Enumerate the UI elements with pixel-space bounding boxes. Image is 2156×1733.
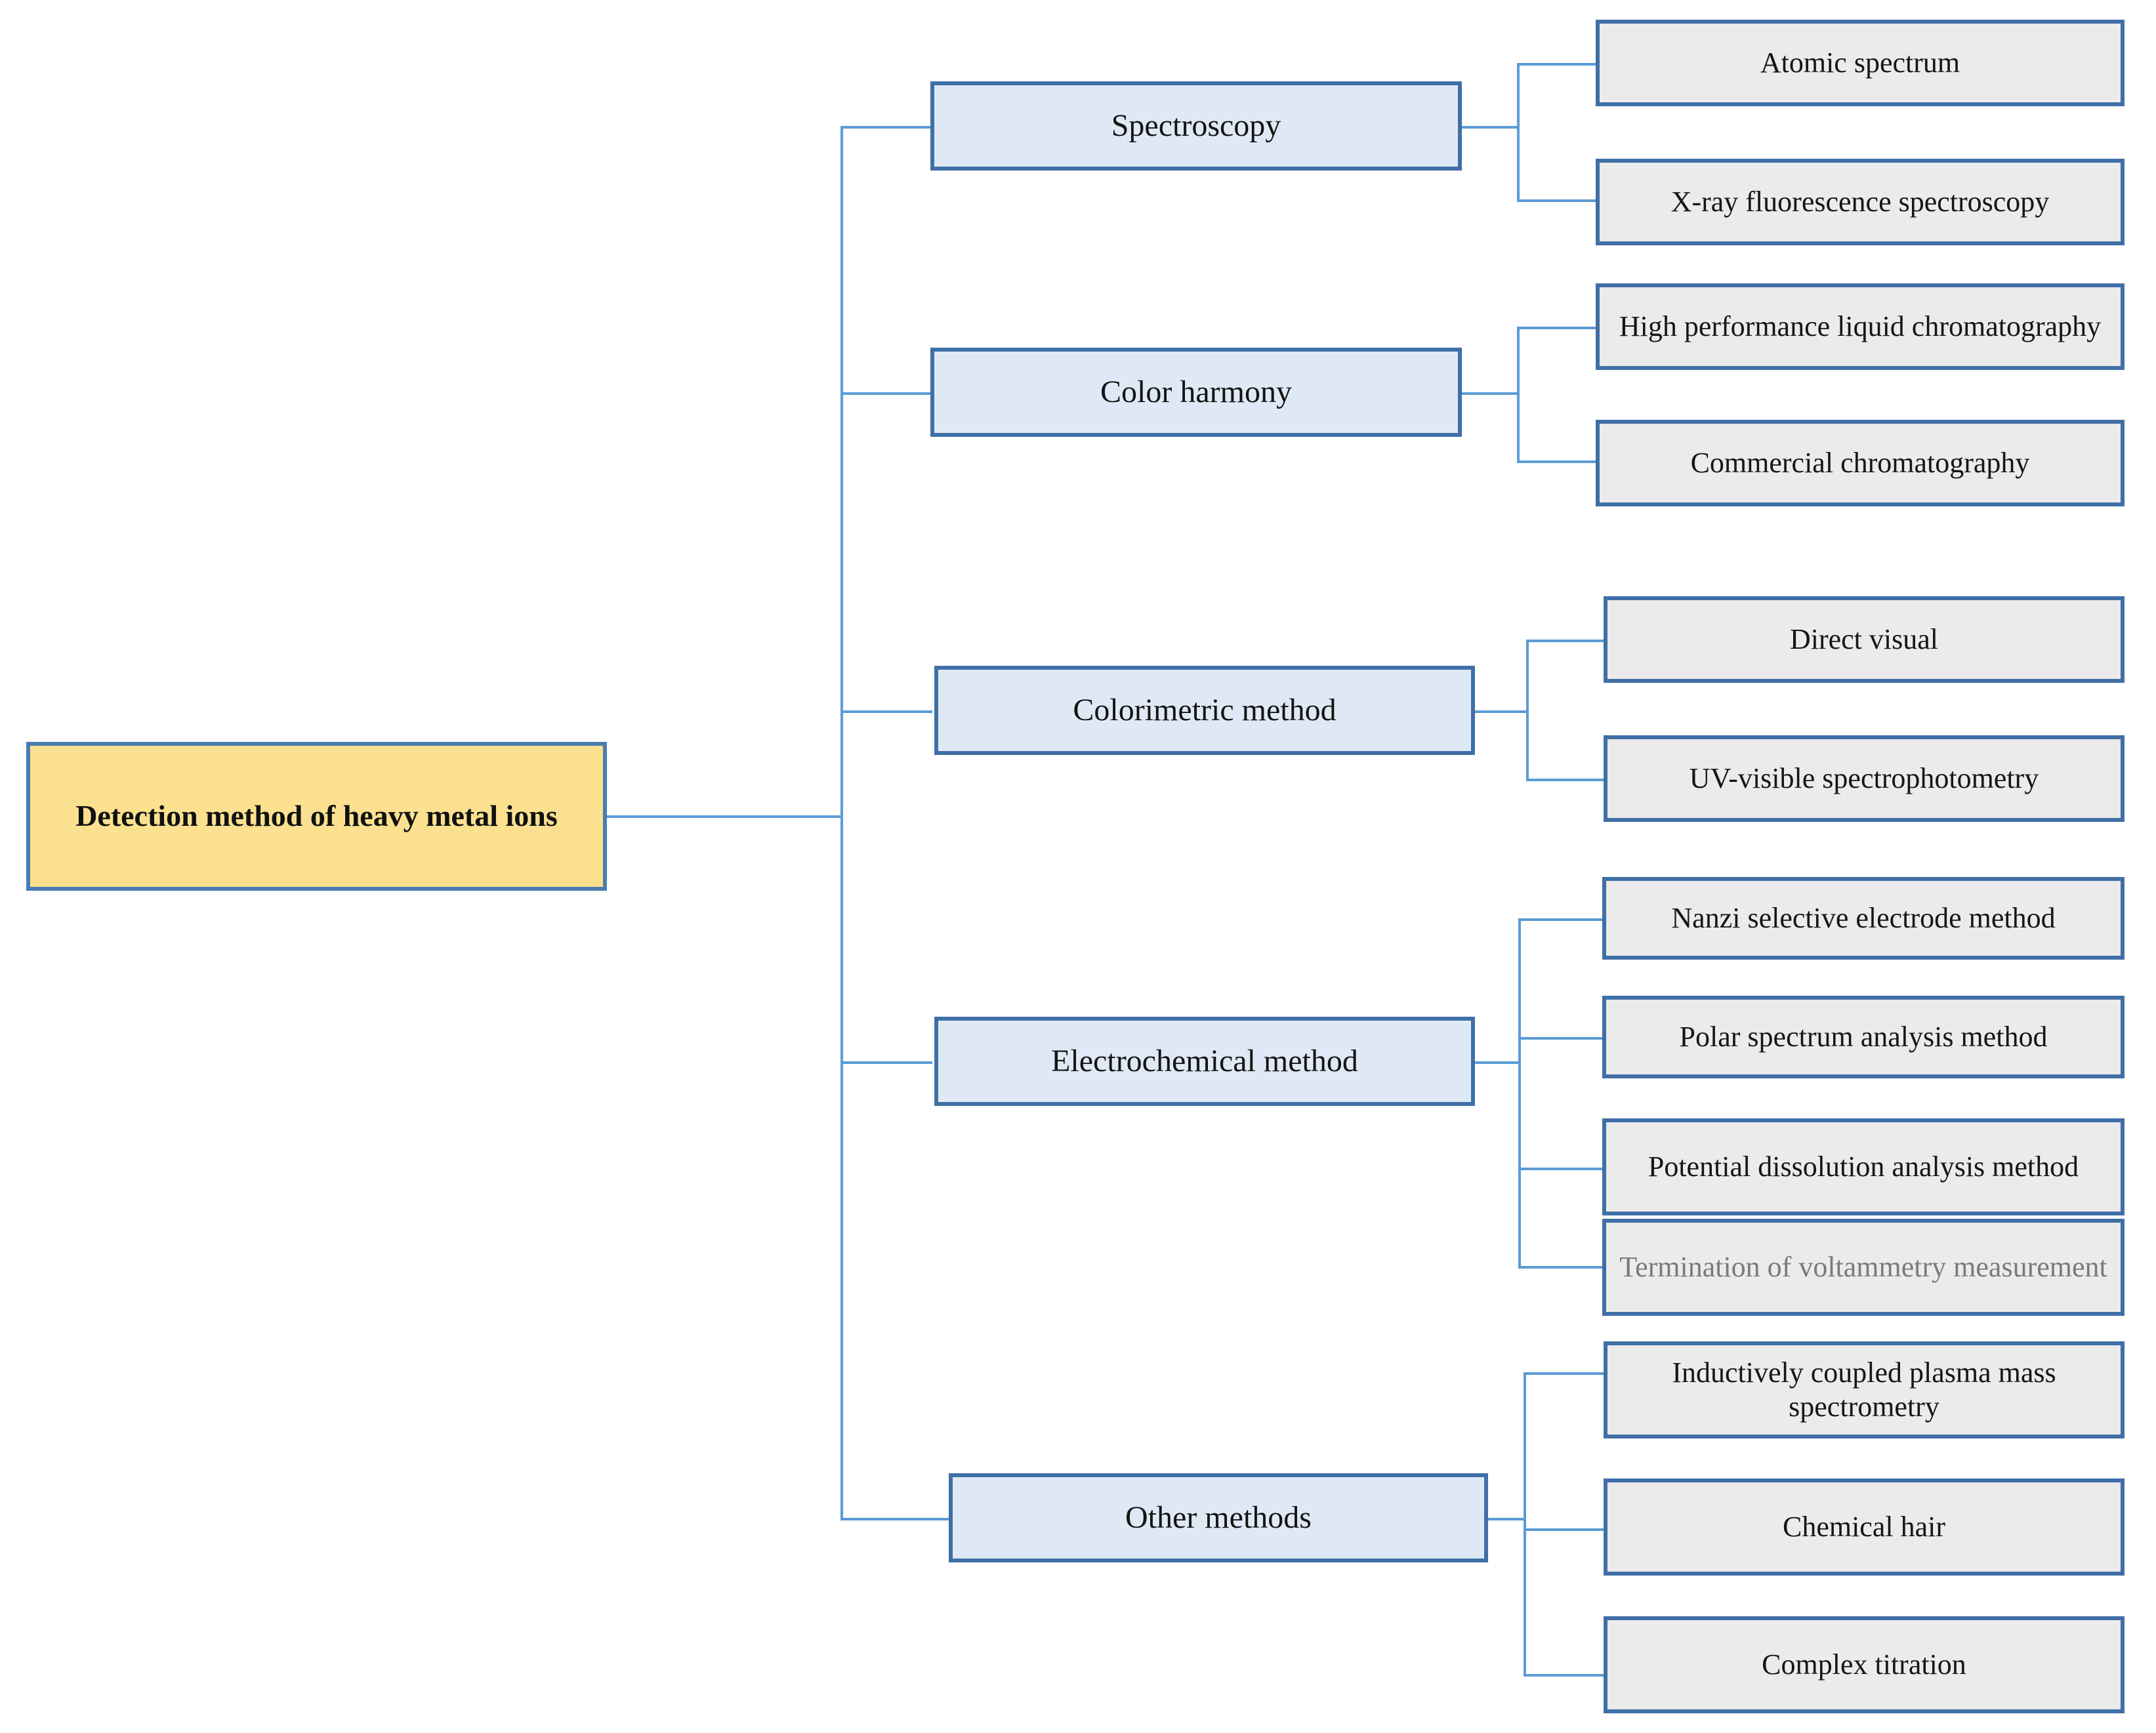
connector-colorimetric-stem [1463, 710, 1529, 713]
connector-trunk-to-other-methods [840, 1518, 949, 1520]
connector-spectroscopy-spine [1517, 63, 1520, 202]
connector-trunk-to-colorimetric [840, 710, 932, 713]
connector-color-harmony-stem [1462, 392, 1520, 395]
category-node-label: Electrochemical method [1051, 1043, 1358, 1078]
connector-colorimetric-to-uv-visible [1526, 779, 1605, 781]
connector-electrochemical-to-nanzi [1518, 918, 1604, 921]
leaf-node-label: Atomic spectrum [1760, 47, 1960, 79]
leaf-node-polar-spectrum-analysis-method[interactable]: Polar spectrum analysis method [1602, 996, 2125, 1078]
leaf-node-uv-visible-spectrophotometry[interactable]: UV-visible spectrophotometry [1604, 735, 2125, 822]
category-node-label: Color harmony [1100, 374, 1292, 409]
leaf-node-nanzi-selective-electrode-method[interactable]: Nanzi selective electrode method [1602, 877, 2125, 960]
category-node-label: Spectroscopy [1111, 108, 1281, 143]
connector-colorimetric-spine [1526, 640, 1529, 781]
leaf-node-direct-visual[interactable]: Direct visual [1604, 596, 2125, 683]
connector-color-harmony-to-hplc [1517, 327, 1596, 329]
leaf-node-label: Polar spectrum analysis method [1679, 1021, 2048, 1053]
connector-spectroscopy-to-atomic-spectrum [1517, 63, 1596, 66]
leaf-node-potential-dissolution-analysis-method[interactable]: Potential dissolution analysis method [1602, 1118, 2125, 1215]
leaf-node-label: Nanzi selective electrode method [1671, 902, 2056, 935]
category-node-color-harmony[interactable]: Color harmony [930, 348, 1462, 437]
leaf-node-label: Commercial chromatography [1690, 447, 2030, 479]
connector-spectroscopy-to-xray [1517, 199, 1596, 202]
connector-color-harmony-spine [1517, 327, 1520, 463]
category-node-colorimetric-method[interactable]: Colorimetric method [934, 666, 1475, 755]
connector-other-methods-to-icpms [1524, 1372, 1605, 1375]
connector-root-to-trunk [607, 815, 842, 818]
leaf-node-label: Direct visual [1789, 623, 1939, 656]
connector-colorimetric-to-direct-visual [1526, 640, 1605, 642]
connector-electrochemical-to-potential [1518, 1168, 1604, 1170]
connector-trunk-to-spectroscopy [840, 126, 932, 129]
connector-spectroscopy-stem [1462, 126, 1520, 129]
leaf-node-label: Complex titration [1762, 1648, 1966, 1681]
leaf-node-chemical-hair[interactable]: Chemical hair [1604, 1478, 2125, 1576]
connector-other-methods-to-complex-titration [1524, 1674, 1605, 1677]
leaf-node-complex-titration[interactable]: Complex titration [1604, 1616, 2125, 1713]
leaf-node-label: Chemical hair [1782, 1511, 1945, 1543]
connector-other-methods-spine [1524, 1372, 1526, 1675]
connector-electrochemical-spine [1518, 918, 1521, 1266]
leaf-node-xray-fluorescence-spectroscopy[interactable]: X-ray fluorescence spectroscopy [1596, 159, 2125, 245]
leaf-node-label: Potential dissolution analysis method [1648, 1151, 2079, 1183]
leaf-node-inductively-coupled-plasma-mass-spectrometry[interactable]: Inductively coupled plasma mass spectrom… [1604, 1341, 2125, 1438]
leaf-node-label: High performance liquid chromatography [1619, 310, 2102, 343]
leaf-node-label: UV-visible spectrophotometry [1689, 762, 2039, 795]
category-node-other-methods[interactable]: Other methods [949, 1473, 1488, 1562]
category-node-label: Colorimetric method [1073, 692, 1337, 727]
category-node-electrochemical-method[interactable]: Electrochemical method [934, 1017, 1475, 1106]
connector-trunk-to-electrochemical [840, 1061, 932, 1064]
connector-trunk-to-color-harmony [840, 392, 932, 395]
leaf-node-high-performance-liquid-chromatography[interactable]: High performance liquid chromatography [1596, 283, 2125, 370]
category-node-label: Other methods [1125, 1499, 1312, 1535]
connector-electrochemical-to-polar [1518, 1037, 1604, 1040]
leaf-node-label: Termination of voltammetry measurement [1619, 1251, 2107, 1284]
category-node-spectroscopy[interactable]: Spectroscopy [930, 81, 1462, 171]
connector-electrochemical-to-termination [1518, 1266, 1604, 1269]
leaf-node-termination-of-voltammetry-measurement[interactable]: Termination of voltammetry measurement [1602, 1219, 2125, 1316]
connector-other-methods-stem [1488, 1518, 1526, 1520]
leaf-node-atomic-spectrum[interactable]: Atomic spectrum [1596, 20, 2125, 106]
root-node-label: Detection method of heavy metal ions [75, 799, 558, 833]
connector-trunk-vertical [840, 126, 843, 1520]
connector-color-harmony-to-commercial [1517, 460, 1596, 463]
root-node-detection-method[interactable]: Detection method of heavy metal ions [26, 742, 607, 891]
leaf-node-label: X-ray fluorescence spectroscopy [1670, 186, 2050, 218]
connector-other-methods-to-chemical-hair [1524, 1528, 1605, 1531]
connector-electrochemical-stem [1475, 1061, 1521, 1064]
leaf-node-label: Inductively coupled plasma mass spectrom… [1672, 1356, 2056, 1423]
leaf-node-commercial-chromatography[interactable]: Commercial chromatography [1596, 420, 2125, 506]
